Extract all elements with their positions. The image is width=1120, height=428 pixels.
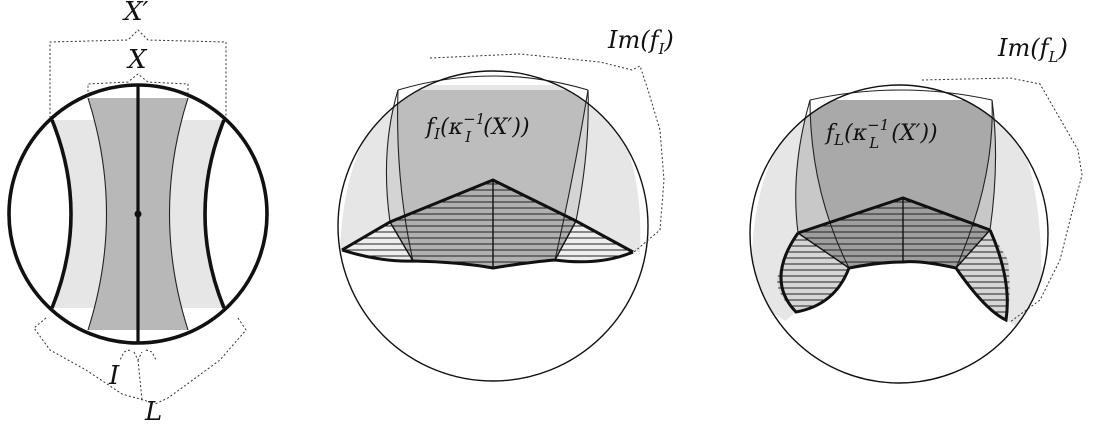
x-brace — [87, 73, 189, 96]
left-arc-outer-r — [203, 119, 226, 309]
label-i: I — [108, 361, 120, 391]
middle-left-curve-inner — [397, 89, 414, 262]
middle-disk-boundary — [337, 70, 649, 382]
right-hatch-left-fill — [777, 233, 849, 312]
middle-hatch-right-fill — [555, 221, 633, 262]
label-im-fi: Im(fI) — [607, 26, 674, 58]
i-l-brace-2 — [133, 351, 143, 401]
right-right-curve-inner — [955, 99, 993, 269]
left-disk: X′ X I L — [7, 0, 269, 427]
right-left-tube — [795, 100, 849, 268]
l-brace — [33, 317, 247, 405]
im-fi-brace — [429, 53, 665, 253]
label-l: L — [144, 397, 162, 427]
middle-fold-right — [554, 220, 577, 261]
left-arc-inner-r — [168, 97, 189, 331]
label-im-fl: Im(fL) — [997, 34, 1068, 66]
right-disk-boundary — [749, 84, 1049, 384]
im-fl-brace — [921, 77, 1083, 323]
middle-right-curve-inner — [554, 89, 589, 261]
label-x-prime: X′ — [122, 0, 149, 27]
middle-left-curve-outer — [385, 89, 399, 223]
right-right-curve-outer — [989, 99, 997, 231]
right-left-curve-outer — [795, 99, 811, 234]
right-right-tube — [956, 100, 996, 268]
label-x: X — [126, 45, 148, 75]
right-top-rim — [809, 89, 993, 101]
x-prime-brace — [49, 29, 227, 118]
middle-image-sheet — [386, 90, 589, 222]
right-fold-right — [955, 229, 991, 269]
left-disk-boundary — [7, 83, 269, 345]
left-center-dot — [134, 210, 142, 218]
middle-top-rim — [397, 75, 589, 91]
left-arc-inner-l — [87, 97, 108, 331]
left-arc-outer-l — [50, 119, 73, 309]
middle-fold-left — [389, 221, 414, 262]
i-brace — [119, 349, 157, 361]
right-fold-left — [797, 232, 850, 269]
right-left-curve-inner — [809, 99, 850, 269]
right-image-sheet — [795, 100, 996, 233]
